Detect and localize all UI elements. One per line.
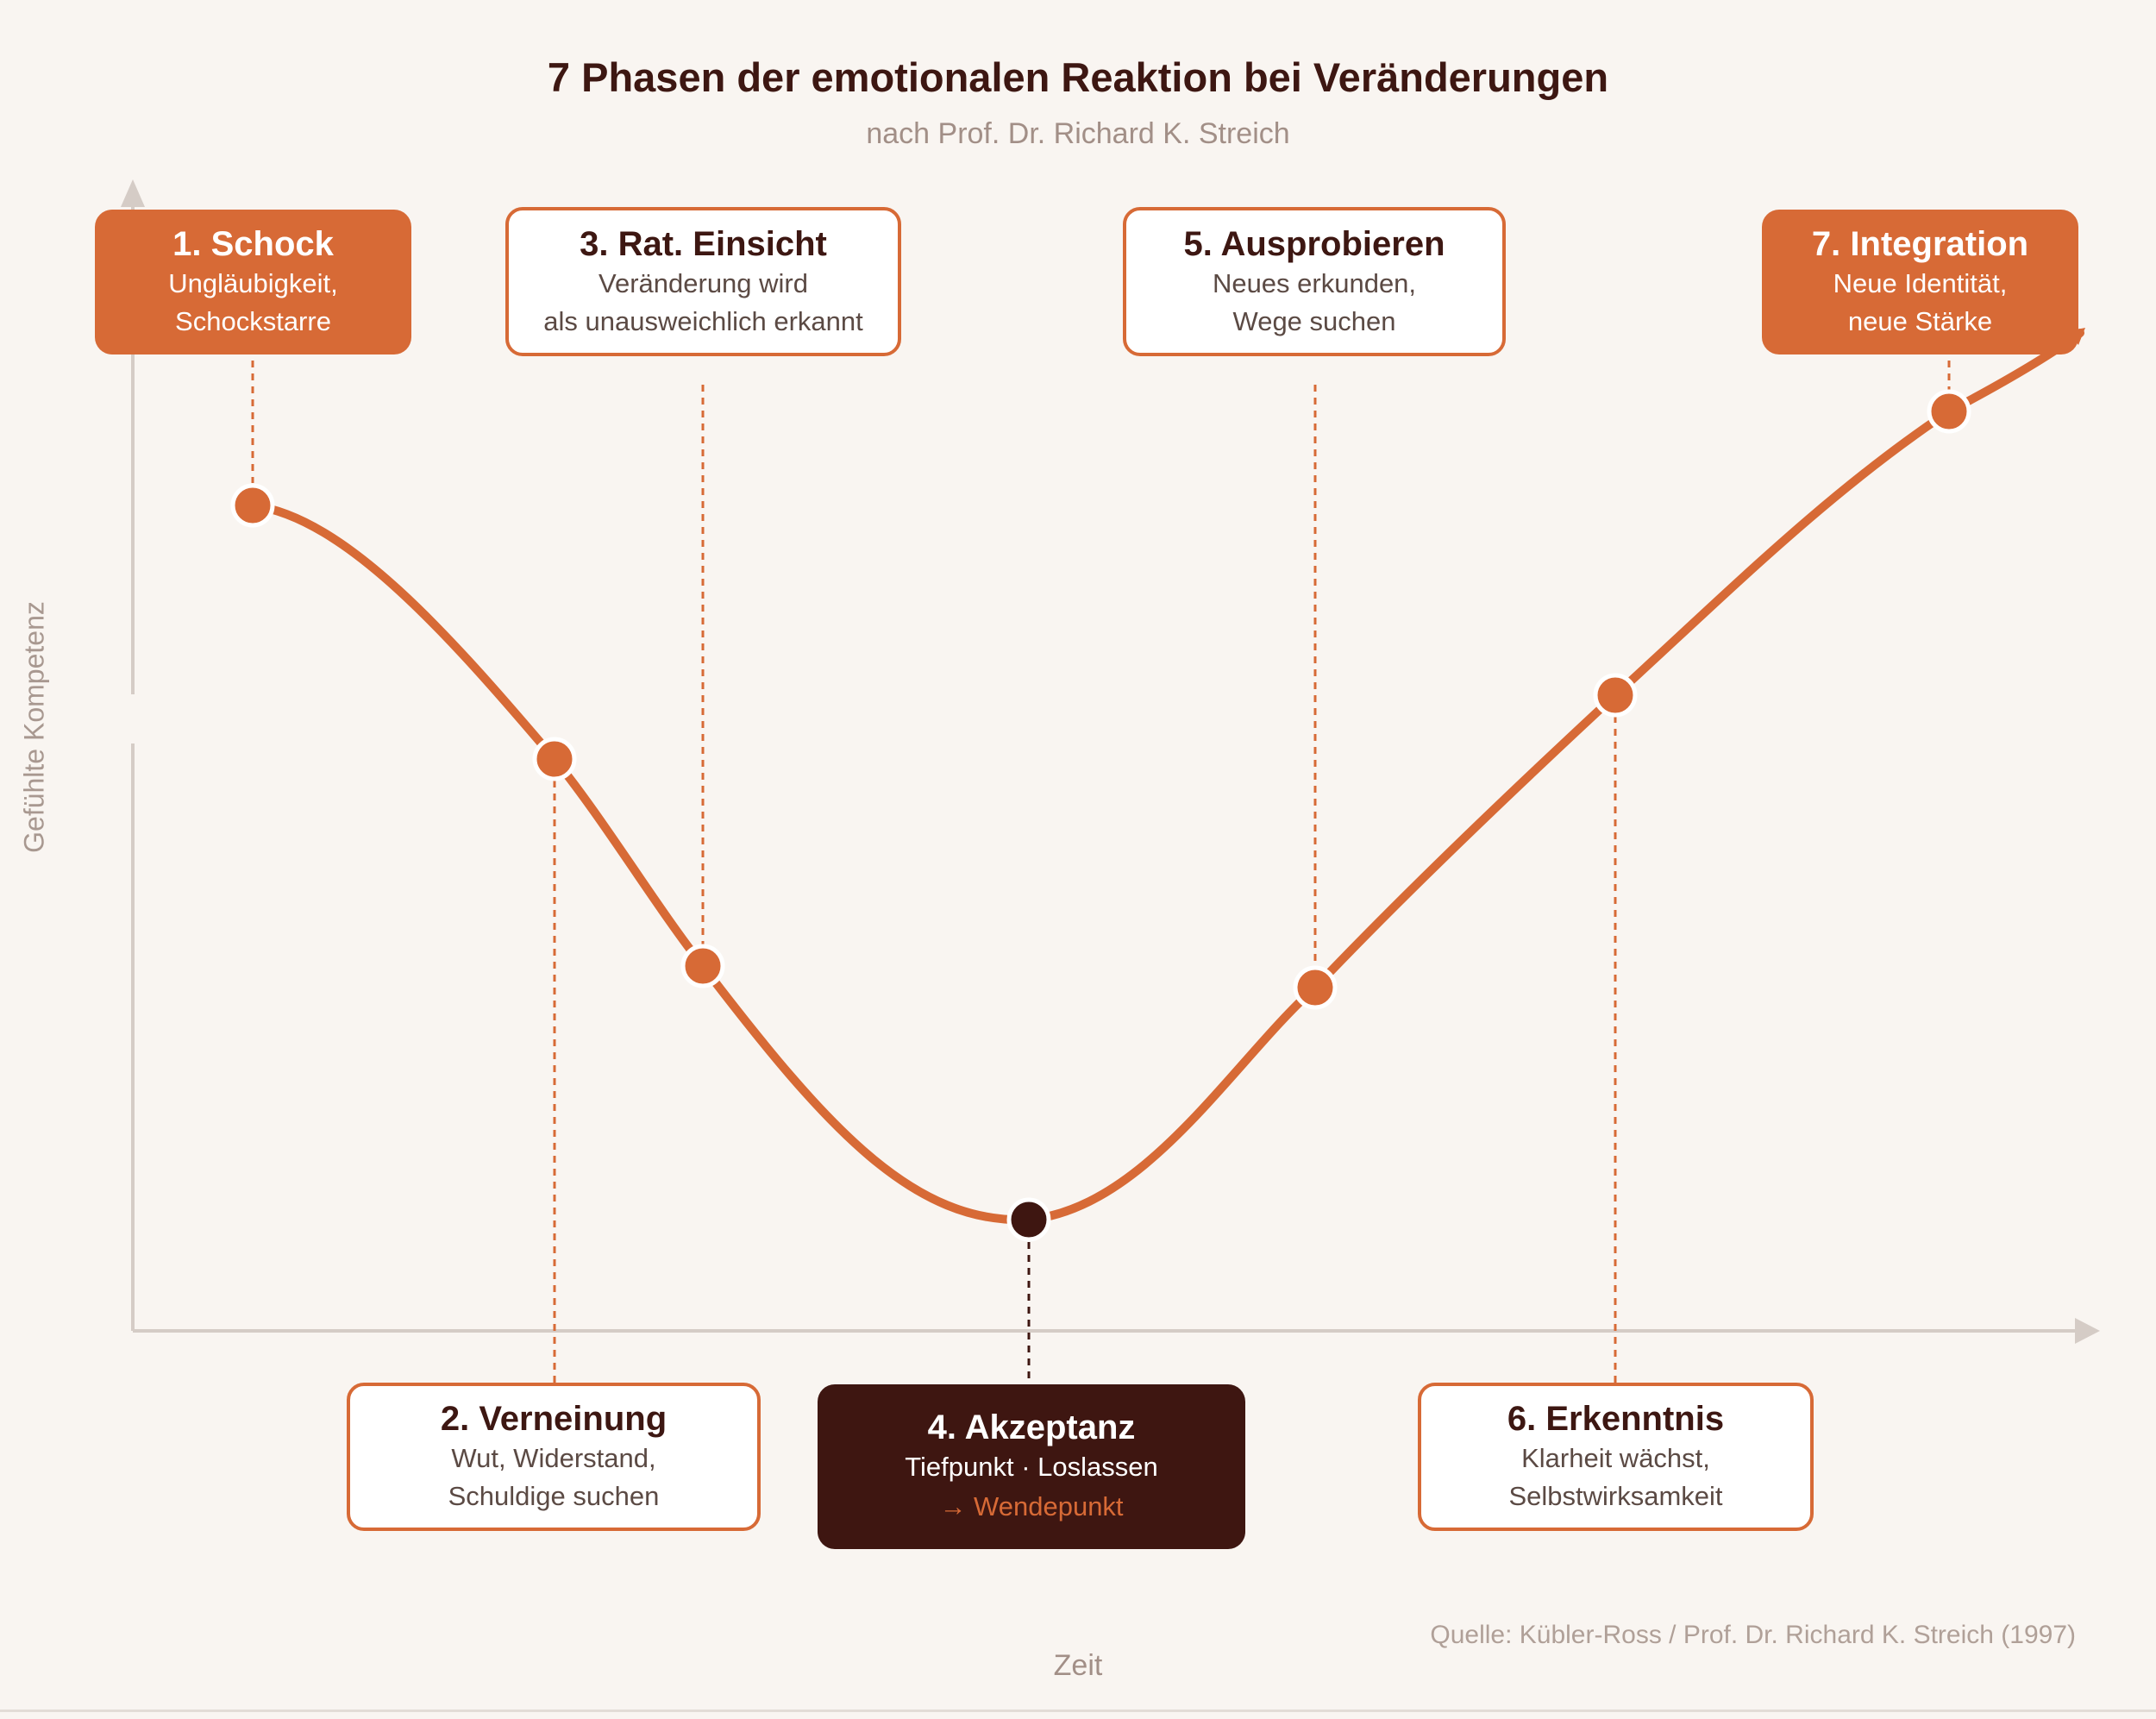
phase-6-desc-line1: Klarheit wächst, xyxy=(1521,1443,1710,1473)
phase-3-title: 3. Rat. Einsicht xyxy=(580,224,827,263)
bottom-rule xyxy=(0,1710,2156,1712)
phase-marker-7 xyxy=(1927,389,1971,434)
phase-marker-4 xyxy=(1006,1197,1051,1242)
phase-7-desc-line2: neue Stärke xyxy=(1847,306,1993,336)
phase-5-desc-line1: Neues erkunden, xyxy=(1212,267,1417,298)
phase-6-desc-line2: Selbstwirksamkeit xyxy=(1508,1481,1723,1511)
phase-5-title: 5. Ausprobieren xyxy=(1183,224,1445,263)
change-curve xyxy=(248,329,2084,1225)
phase-1-desc-line1: Ungläubigkeit, xyxy=(168,268,338,298)
phase-5-desc-line2: Wege suchen xyxy=(1232,305,1396,336)
phase-4-desc-line1: Tiefpunkt · Loslassen xyxy=(905,1451,1158,1482)
x-axis-arrow xyxy=(2075,1318,2100,1344)
phase-4-turning-point: → Wendepunkt xyxy=(939,1490,1124,1521)
phase-marker-6 xyxy=(1593,673,1638,718)
source-citation: Quelle: Kübler-Ross / Prof. Dr. Richard … xyxy=(1430,1621,2076,1649)
diagram-title: 7 Phasen der emotionalen Reaktion bei Ve… xyxy=(547,54,1609,100)
phase-markers xyxy=(230,389,1971,1242)
phase-2-desc-line1: Wut, Widerstand, xyxy=(451,1443,656,1473)
phase-1-desc-line2: Schockstarre xyxy=(175,306,331,336)
phase-3-desc-line1: Veränderung wird xyxy=(599,267,808,298)
phase-box-2: 2. Verneinung Wut, Widerstand, Schuldige… xyxy=(347,1383,761,1531)
phase-marker-5 xyxy=(1293,965,1338,1010)
phase-1-title: 1. Schock xyxy=(172,225,334,263)
phase-box-6: 6. Erkenntnis Klarheit wächst, Selbstwir… xyxy=(1418,1383,1814,1531)
diagram-subtitle: nach Prof. Dr. Richard K. Streich xyxy=(866,117,1290,150)
phase-7-title: 7. Integration xyxy=(1811,225,2029,263)
phase-marker-1 xyxy=(230,483,275,528)
phase-box-7: 7. Integration Neue Identität, neue Stär… xyxy=(1762,210,2078,354)
x-axis-label: Zeit xyxy=(1053,1649,1103,1682)
phase-2-title: 2. Verneinung xyxy=(440,1400,667,1438)
phase-box-4: 4. Akzeptanz Tiefpunkt · Loslassen → Wen… xyxy=(818,1384,1245,1549)
phase-box-3: 3. Rat. Einsicht Veränderung wird als un… xyxy=(505,207,901,356)
y-axis-label: Gefühlte Kompetenz xyxy=(18,601,50,853)
phase-7-desc-line1: Neue Identität, xyxy=(1833,268,2008,298)
phase-3-desc-line2: als unausweichlich erkannt xyxy=(543,305,863,336)
phase-marker-2 xyxy=(532,737,577,781)
connectors xyxy=(251,361,1951,1384)
phase-marker-3 xyxy=(680,944,725,988)
phase-6-title: 6. Erkenntnis xyxy=(1507,1400,1725,1438)
phase-box-5: 5. Ausprobieren Neues erkunden, Wege suc… xyxy=(1123,207,1506,356)
phase-box-1: 1. Schock Ungläubigkeit, Schockstarre xyxy=(95,210,411,354)
phase-4-title: 4. Akzeptanz xyxy=(927,1408,1136,1446)
y-axis-arrow xyxy=(121,179,145,207)
phase-2-desc-line2: Schuldige suchen xyxy=(448,1481,660,1511)
